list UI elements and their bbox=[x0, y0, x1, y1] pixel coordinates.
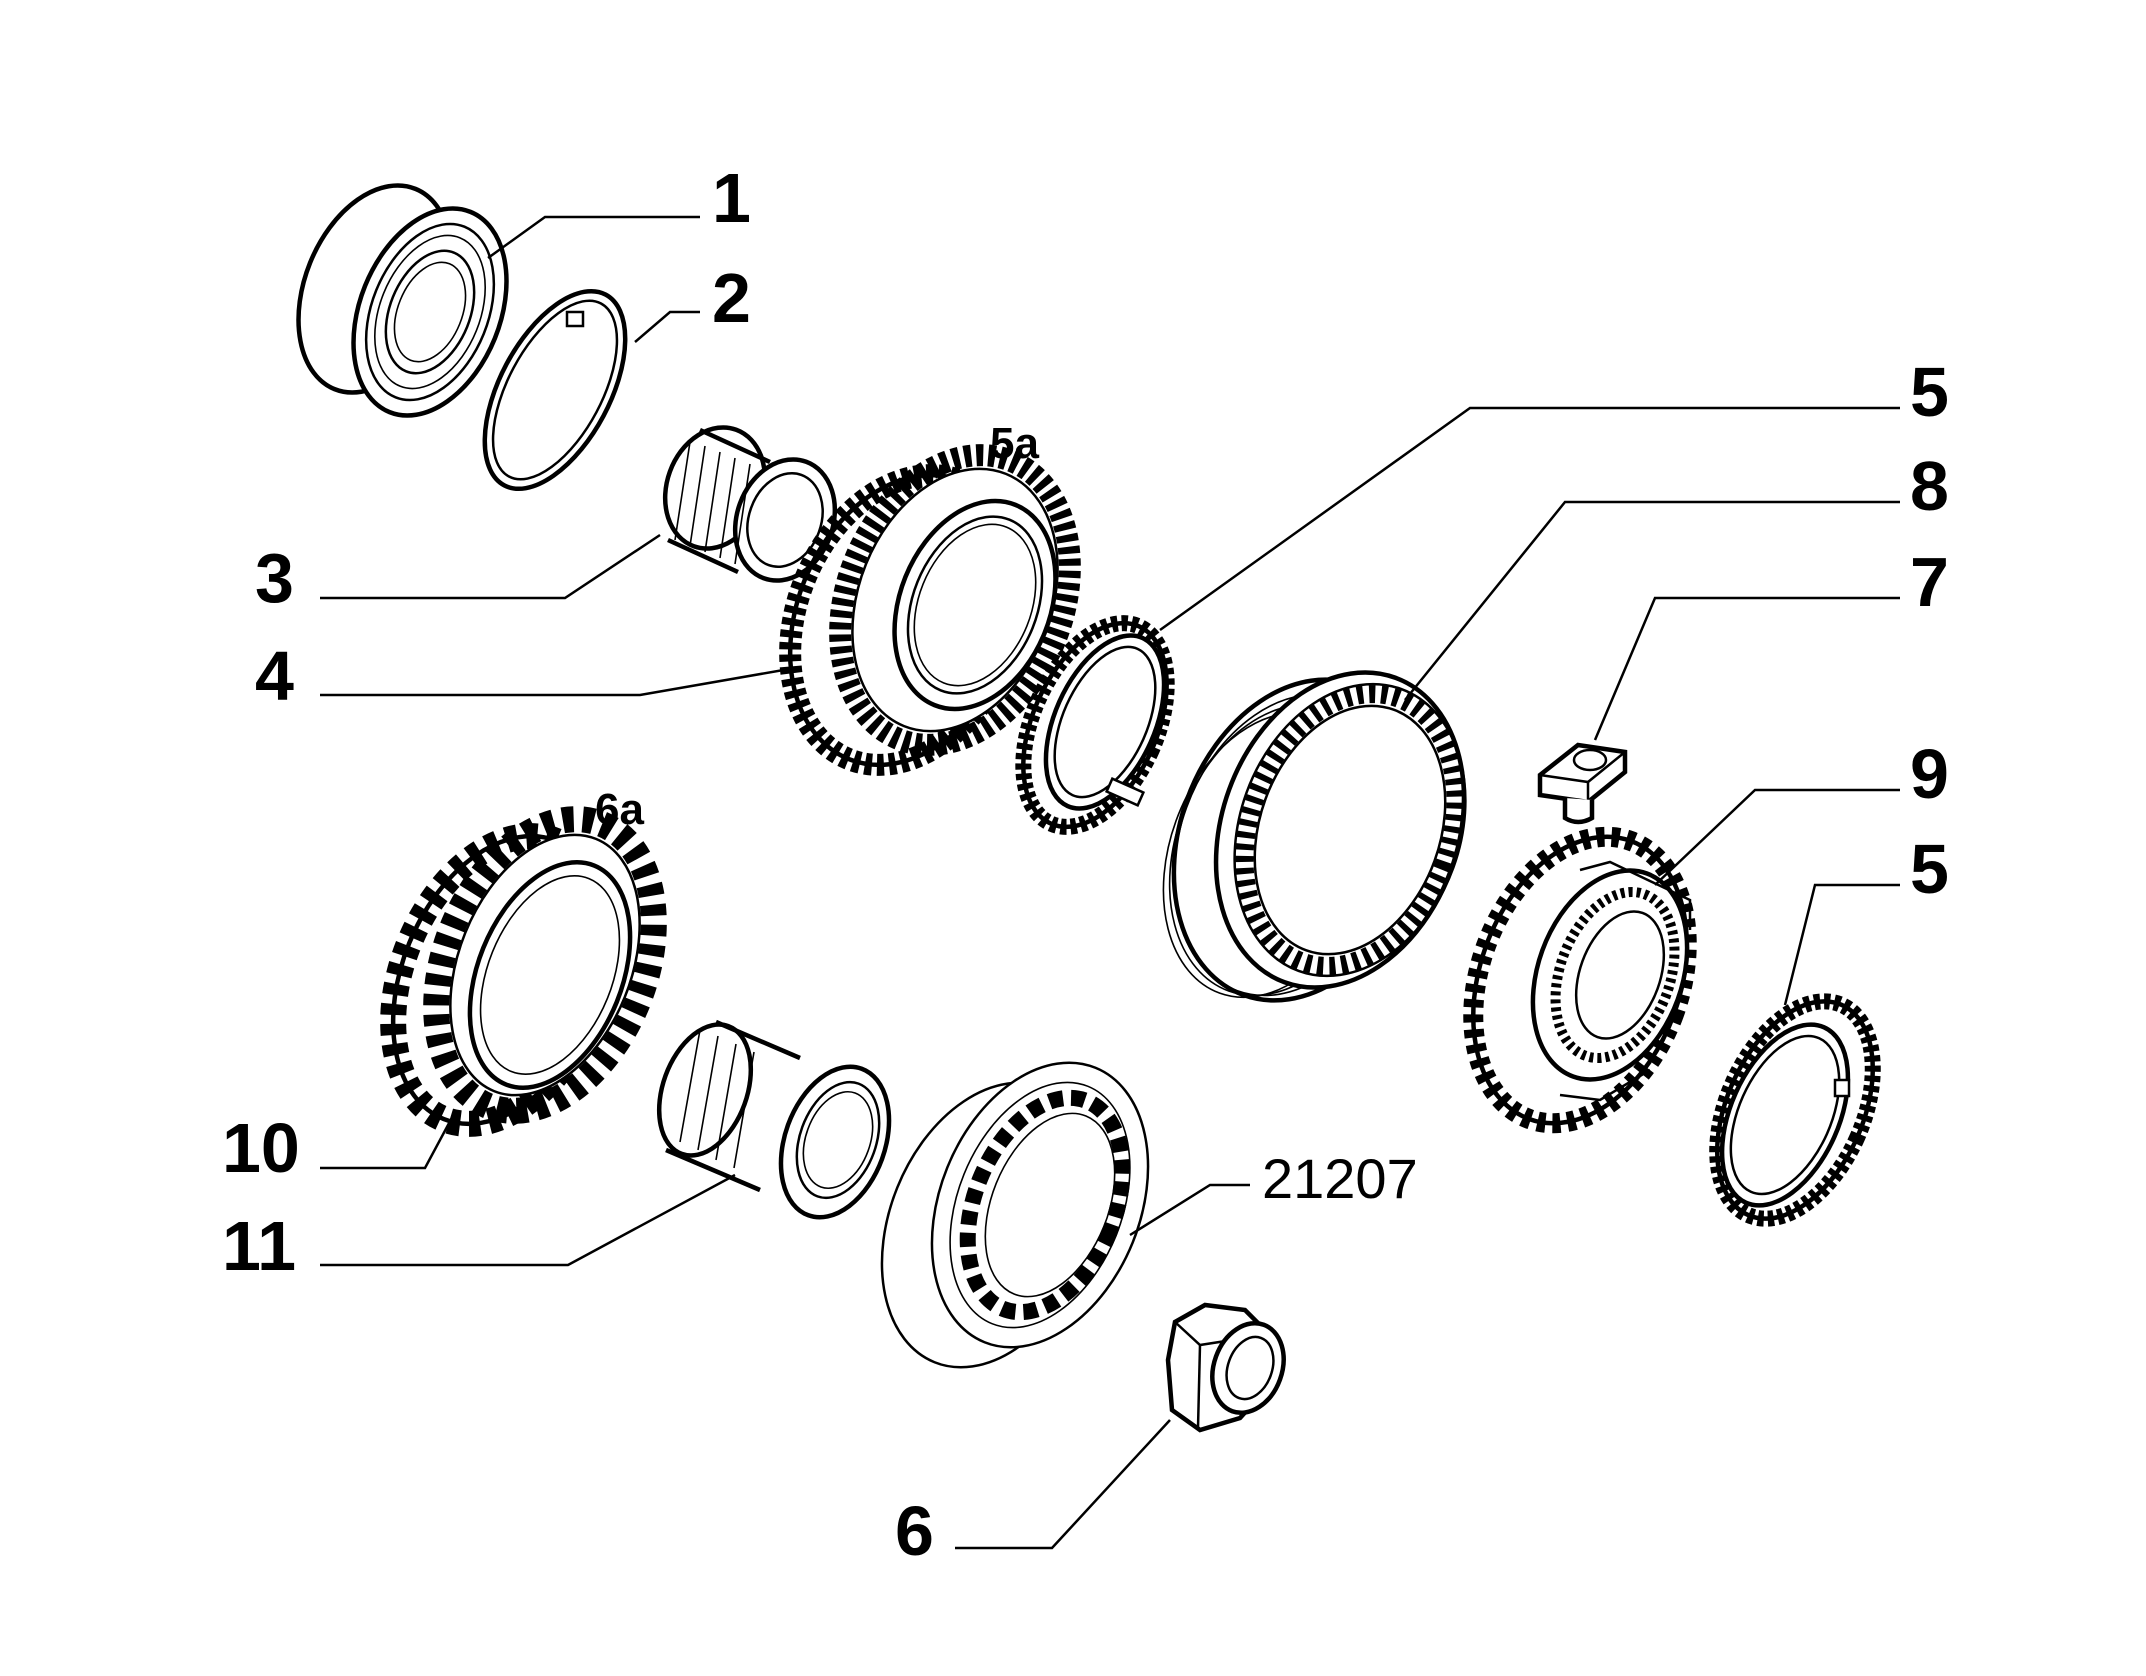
part-11-splined-sleeve[interactable] bbox=[642, 1012, 908, 1233]
leader-21207 bbox=[1129, 1183, 1250, 1237]
leader-9 bbox=[1654, 788, 1900, 886]
callout-11: 11 bbox=[222, 1207, 296, 1285]
callout-labels: 1 2 3 4 5a 5 8 7 9 5 6a 10 11 21207 6 bbox=[222, 159, 1949, 1570]
leader-11 bbox=[320, 1173, 736, 1267]
part-9-synchro-hub[interactable] bbox=[1435, 807, 1724, 1154]
callout-3: 3 bbox=[255, 539, 294, 617]
callout-6: 6 bbox=[895, 1492, 934, 1570]
leader-5top bbox=[1159, 406, 1900, 632]
part-5-synchro-ring-top[interactable] bbox=[994, 601, 1195, 849]
callout-9: 9 bbox=[1910, 735, 1949, 813]
part-6-nut[interactable] bbox=[1165, 1302, 1296, 1433]
part-1-bearing[interactable] bbox=[270, 163, 536, 439]
callout-8: 8 bbox=[1910, 447, 1949, 525]
leader-6 bbox=[955, 1419, 1171, 1550]
callout-5-top: 5 bbox=[1910, 353, 1949, 431]
part-2-snap-ring[interactable] bbox=[456, 269, 655, 511]
callout-10: 10 bbox=[222, 1109, 300, 1187]
callout-21207: 21207 bbox=[1262, 1147, 1418, 1210]
callout-5a: 5a bbox=[990, 419, 1039, 468]
part-8-sliding-sleeve[interactable] bbox=[1126, 637, 1507, 1036]
leader-lines bbox=[320, 215, 1900, 1550]
part-21207-roller-bearing[interactable] bbox=[842, 1030, 1188, 1399]
part-7-detent-key[interactable] bbox=[1537, 742, 1628, 825]
leader-10 bbox=[320, 1111, 457, 1170]
part-10-gear-6a[interactable] bbox=[353, 787, 695, 1156]
leader-4 bbox=[320, 666, 796, 697]
callout-2: 2 bbox=[712, 259, 751, 337]
leader-1 bbox=[487, 215, 700, 260]
callout-5-bottom: 5 bbox=[1910, 830, 1949, 908]
part-5-synchro-ring-bottom[interactable] bbox=[1686, 977, 1904, 1242]
callout-4: 4 bbox=[255, 637, 294, 715]
callout-7: 7 bbox=[1910, 543, 1949, 621]
leader-8 bbox=[1404, 500, 1900, 701]
leader-2 bbox=[634, 310, 700, 343]
leader-7 bbox=[1593, 596, 1900, 741]
callout-1: 1 bbox=[712, 159, 751, 237]
callout-6a: 6a bbox=[595, 785, 644, 834]
leader-3 bbox=[320, 533, 661, 600]
part-4-gear-5a[interactable] bbox=[749, 420, 1112, 799]
leader-5bot bbox=[1783, 883, 1900, 1006]
